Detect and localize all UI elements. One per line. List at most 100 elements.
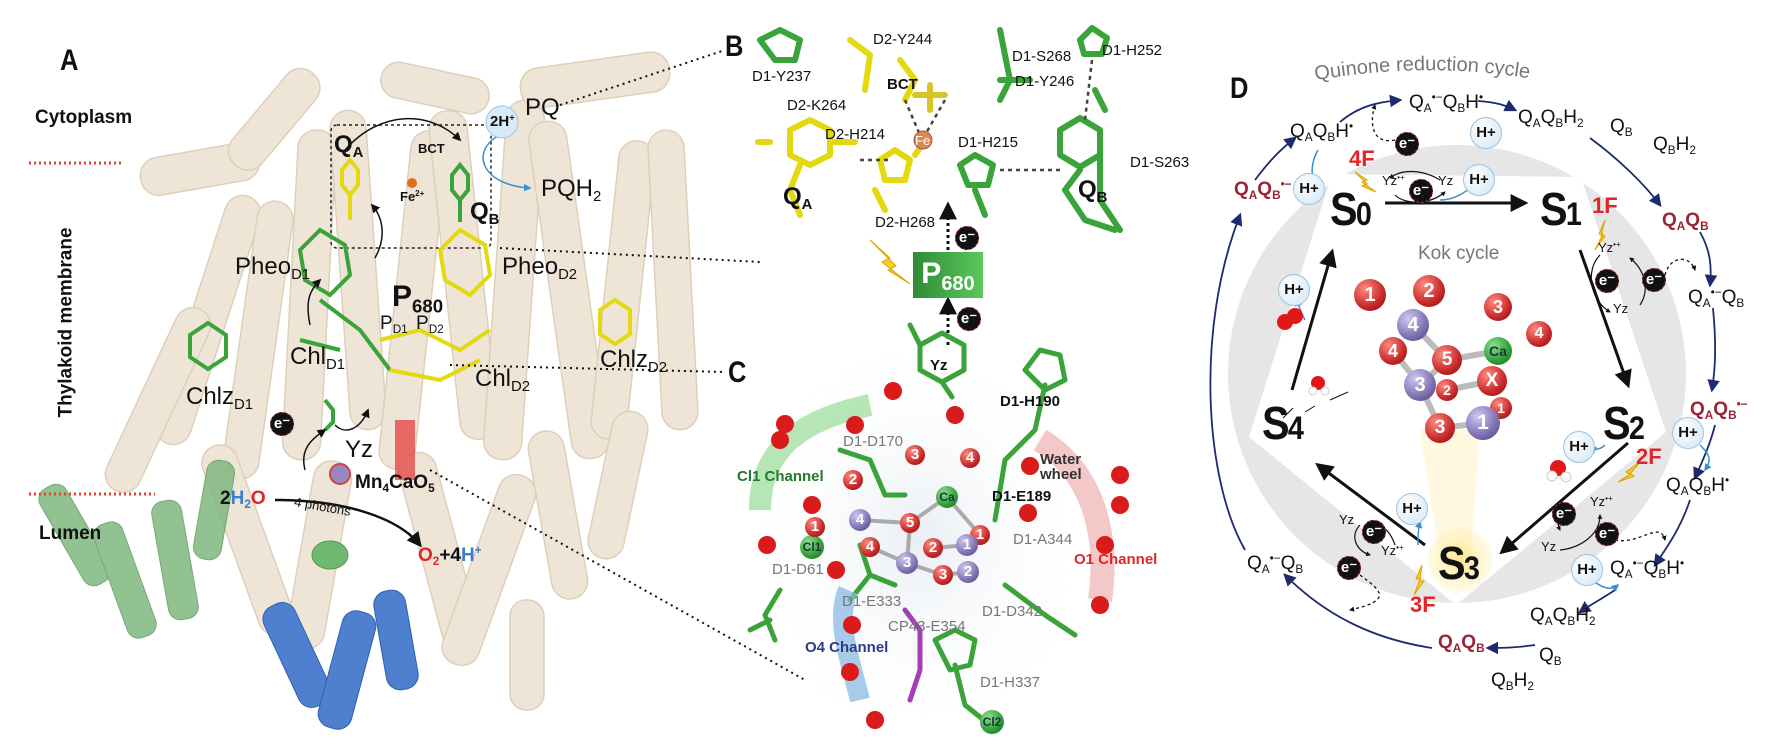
yz-oxidized-label: Yz•+: [1590, 494, 1613, 509]
qb-label-a: QB: [470, 198, 500, 229]
quinone-state: QAQBH2: [1518, 107, 1584, 131]
proton-icon: H+: [1563, 431, 1595, 463]
s-state-arrows: [1290, 194, 1632, 555]
quinone-state: QBH2: [1491, 670, 1534, 694]
residue-label: D2-K264: [787, 97, 847, 114]
water-label: 2H2O: [220, 488, 266, 512]
flash-3-label: 3F: [1410, 592, 1436, 617]
oxygen-atom: 4: [860, 537, 880, 557]
proton-icon: H+: [1571, 554, 1603, 586]
flash-4-label: 4F: [1349, 146, 1375, 171]
electron-dashed-arrows: [1348, 104, 1697, 612]
qa-label-a: QA: [334, 131, 364, 162]
manganese-atom: 1: [956, 534, 978, 556]
chlz-d1-label: ChlzD1: [186, 383, 254, 414]
calcium-atom: Ca: [936, 486, 958, 508]
cluster-water-atom: 2: [1413, 275, 1445, 307]
mn-cluster-label: Mn4CaO5: [355, 472, 435, 496]
residue-label: D1-A344: [1013, 531, 1073, 548]
cl1-channel-label: Cl1 Channel: [737, 468, 824, 485]
electron-icon: e⁻: [1642, 268, 1666, 292]
o4-channel-arrow: [832, 586, 870, 703]
proton-icon: H+: [1396, 493, 1428, 525]
panel-c-glow: [750, 340, 1090, 740]
pd1-label: PD1: [380, 313, 408, 337]
residue-label: D1-Y237: [752, 68, 812, 85]
residue-label: D2-Y244: [873, 31, 933, 48]
chl-d2-label: ChlD2: [475, 365, 531, 396]
electron-icon-b: e⁻: [955, 226, 979, 250]
flash-2-label: 2F: [1636, 444, 1662, 469]
electron-icon: e⁻: [1552, 502, 1576, 526]
quinone-state: QB: [1610, 116, 1633, 140]
o1-channel-arrow: [1033, 429, 1115, 602]
yz-label: Yz: [1541, 539, 1557, 554]
electron-icon-c: e⁻: [957, 307, 981, 331]
flash-lightning-icons: [1354, 171, 1641, 596]
residue-label: D1-H190: [1000, 393, 1061, 410]
qa-label-b: QA: [783, 183, 813, 214]
cluster-manganese-atom: 4: [1397, 309, 1429, 341]
panel-a-label: A: [60, 44, 79, 77]
residue-label: D1-S263: [1130, 154, 1190, 171]
quinone-state: QBH2: [1653, 134, 1696, 158]
panel-c-label: C: [728, 356, 747, 389]
mn-cluster-icon: [329, 463, 351, 485]
yz-label-a: Yz: [345, 436, 374, 463]
lumen-label: Lumen: [39, 523, 102, 544]
panel-c-residues: [747, 322, 1078, 728]
manganese-atom: 3: [896, 552, 918, 574]
quinone-state: QA•−QB: [1688, 285, 1745, 311]
proton-icon: H+: [1278, 274, 1310, 306]
cluster-calcium-atom: Ca: [1484, 337, 1512, 365]
quinone-state: QA•−QBH•: [1610, 556, 1685, 582]
two-proton-label: 2H+: [490, 112, 515, 130]
cluster-manganese-atom: 3: [1404, 369, 1436, 401]
residue-label: D1-S268: [1012, 48, 1072, 65]
manganese-atom: 2: [957, 561, 979, 583]
kok-glow: [1420, 430, 1480, 560]
kok-cycle-title: Kok cycle: [1418, 243, 1500, 264]
proton-icon: H+: [1470, 117, 1502, 149]
cofactors: [188, 156, 632, 432]
panel-b-residues: [755, 25, 1123, 233]
residue-label: D1-D342: [982, 603, 1043, 620]
bct-label-b: BCT: [887, 76, 918, 93]
residue-label: D1-E189: [992, 488, 1052, 505]
pq-label: PQ: [525, 94, 560, 121]
quinone-state-highlight: QAQB•−: [1234, 177, 1292, 203]
quinone-state-highlight: QAQB•−: [1690, 397, 1748, 423]
quinone-state: QA•−QB: [1247, 551, 1304, 577]
cluster-manganese-atom: 1: [1466, 406, 1500, 440]
residue-label: D1-H252: [1102, 42, 1163, 59]
quinone-state-highlight: QAQB: [1662, 210, 1709, 234]
proton-icon: H+: [1672, 417, 1704, 449]
pheo-d2-label: PheoD2: [502, 253, 578, 284]
quinone-box: [330, 124, 492, 249]
electron-icon: e⁻: [1337, 556, 1361, 580]
quinone-cycle-title: Quinone reduction cycle: [1313, 53, 1532, 85]
zoom-connectors: [429, 49, 806, 681]
electron-icon: e⁻: [1395, 132, 1419, 156]
cluster-oxygen-atom: 2: [1436, 379, 1458, 401]
electron-path-arrows: [274, 117, 462, 548]
s2-state: S2: [1603, 397, 1645, 449]
yz-label: Yz: [1339, 512, 1355, 527]
chloride-2-atom: Cl2: [980, 710, 1004, 734]
oxygen-atom: 3: [933, 565, 953, 585]
fe-atom: [913, 130, 933, 150]
cluster-x-atom: X: [1477, 366, 1507, 396]
water-atom: 4: [960, 448, 980, 468]
lightning-icon: [869, 239, 911, 285]
s4-state: S4: [1262, 397, 1304, 449]
pheo-d1-label: PheoD1: [235, 253, 311, 284]
quinone-state: QAQBH2: [1530, 605, 1596, 629]
cytoplasm-label: Cytoplasm: [35, 107, 133, 128]
p680-label-a: P680: [392, 280, 444, 317]
bct-label-a: BCT: [418, 141, 445, 156]
fe-atom-label: Fe: [915, 133, 931, 148]
s1-state: S1: [1540, 183, 1582, 235]
proton-icon: H+: [1293, 173, 1325, 205]
quinone-cycle-arrows: [1209, 94, 1720, 655]
